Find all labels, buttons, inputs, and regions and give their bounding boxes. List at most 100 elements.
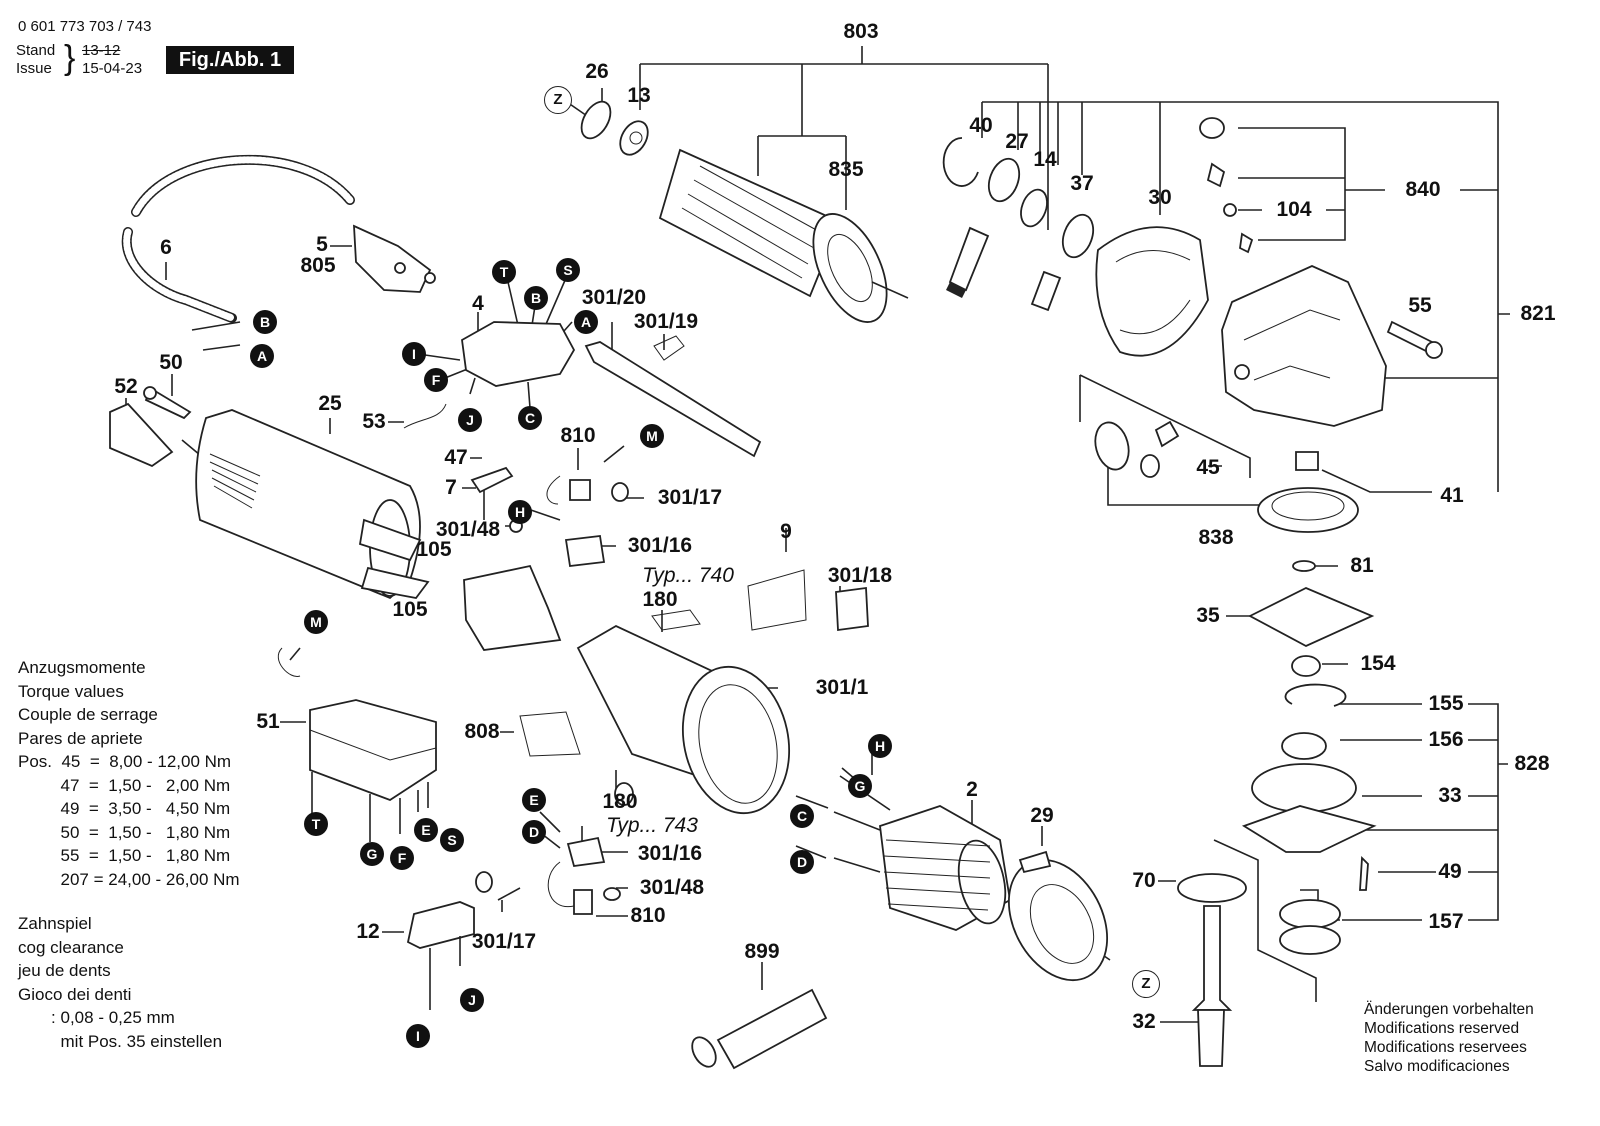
connector-badge-D[interactable]: D <box>790 850 814 874</box>
part-label-838[interactable]: 838 <box>1198 526 1234 549</box>
issue-label: Issue <box>16 60 52 77</box>
part-label-105-upper[interactable]: 105 <box>416 538 452 561</box>
connector-badge-C[interactable]: C <box>790 804 814 828</box>
part-label-35[interactable]: 35 <box>1196 604 1220 627</box>
connector-badge-B[interactable]: B <box>524 286 548 310</box>
part-label-12[interactable]: 12 <box>356 920 380 943</box>
connector-badge-B[interactable]: B <box>253 310 277 334</box>
connector-badge-I[interactable]: I <box>406 1024 430 1048</box>
cog-clearance-note: Zahnspiel cog clearance jeu de dents Gio… <box>18 914 223 1051</box>
connector-badge-T[interactable]: T <box>304 812 328 836</box>
connector-badge-F[interactable]: F <box>424 368 448 392</box>
stand-label: Stand <box>16 42 56 59</box>
part-label-52[interactable]: 52 <box>114 375 138 398</box>
part-label-13[interactable]: 13 <box>627 84 651 107</box>
part-label-301-18[interactable]: 301/18 <box>827 564 893 587</box>
part-label-45[interactable]: 45 <box>1196 456 1220 479</box>
connector-badge-A[interactable]: A <box>250 344 274 368</box>
part-label-301-16-lower[interactable]: 301/16 <box>637 842 703 865</box>
connector-badge-J[interactable]: J <box>458 408 482 432</box>
connector-badge-D[interactable]: D <box>522 820 546 844</box>
part-label-180-upper[interactable]: 180 <box>642 588 678 611</box>
part-label-37[interactable]: 37 <box>1070 172 1094 195</box>
part-label-805[interactable]: 805 <box>300 254 336 277</box>
part-label-7[interactable]: 7 <box>445 476 457 499</box>
part-label-53[interactable]: 53 <box>362 410 386 433</box>
part-label-156[interactable]: 156 <box>1428 728 1464 751</box>
brush-holders-drawing <box>463 466 629 915</box>
part-label-105-lower[interactable]: 105 <box>392 598 428 621</box>
connector-badge-H[interactable]: H <box>868 734 892 758</box>
part-label-30[interactable]: 30 <box>1148 186 1172 209</box>
connector-badge-I[interactable]: I <box>402 342 426 366</box>
part-label-51[interactable]: 51 <box>256 710 280 733</box>
part-label-828[interactable]: 828 <box>1514 752 1550 775</box>
part-label-70[interactable]: 70 <box>1132 869 1156 892</box>
part-label-26[interactable]: 26 <box>585 60 609 83</box>
part-label-9[interactable]: 9 <box>780 520 792 543</box>
connector-badge-M[interactable]: M <box>640 424 664 448</box>
connector-badge-A[interactable]: A <box>574 310 598 334</box>
part-label-301-19[interactable]: 301/19 <box>633 310 699 333</box>
part-label-25[interactable]: 25 <box>318 392 342 415</box>
part-label-154[interactable]: 154 <box>1360 652 1396 675</box>
part-label-81[interactable]: 81 <box>1350 554 1374 577</box>
part-label-301-16-upper[interactable]: 301/16 <box>627 534 693 557</box>
connector-badge-C[interactable]: C <box>518 406 542 430</box>
reference-marker-Z[interactable]: Z <box>544 86 572 114</box>
part-label-32[interactable]: 32 <box>1132 1010 1156 1033</box>
part-label-27[interactable]: 27 <box>1005 130 1029 153</box>
connector-badge-E[interactable]: E <box>522 788 546 812</box>
part-label-47[interactable]: 47 <box>444 446 468 469</box>
connector-badge-S[interactable]: S <box>556 258 580 282</box>
reference-marker-Z[interactable]: Z <box>1132 970 1160 998</box>
part-label-301-17-lower[interactable]: 301/17 <box>471 930 537 953</box>
part-label-29[interactable]: 29 <box>1030 804 1054 827</box>
type-note-743: Typ... 743 <box>606 814 698 837</box>
part-label-899[interactable]: 899 <box>744 940 780 963</box>
connector-badge-E[interactable]: E <box>414 818 438 842</box>
part-label-180-lower[interactable]: 180 <box>602 790 638 813</box>
armature-drawing <box>580 100 909 323</box>
part-label-2[interactable]: 2 <box>966 778 978 801</box>
part-label-835[interactable]: 835 <box>828 158 864 181</box>
part-label-301-48-upper[interactable]: 301/48 <box>435 518 501 541</box>
part-label-808[interactable]: 808 <box>464 720 500 743</box>
connector-badge-G[interactable]: G <box>848 774 872 798</box>
part-label-41[interactable]: 41 <box>1440 484 1464 507</box>
electronics-module-drawing <box>277 647 437 842</box>
part-label-49[interactable]: 49 <box>1438 860 1462 883</box>
part-label-301-1[interactable]: 301/1 <box>815 676 869 699</box>
part-label-821[interactable]: 821 <box>1520 302 1556 325</box>
document-number: 0 601 773 703 / 743 <box>18 18 152 35</box>
part-label-14[interactable]: 14 <box>1033 148 1057 171</box>
connector-badge-S[interactable]: S <box>440 828 464 852</box>
part-label-301-17-upper[interactable]: 301/17 <box>657 486 723 509</box>
motor-cover-drawing <box>109 386 430 600</box>
grease-tube-drawing <box>691 988 828 1070</box>
connector-badge-H[interactable]: H <box>508 500 532 524</box>
part-label-810-lower[interactable]: 810 <box>630 904 666 927</box>
part-label-155[interactable]: 155 <box>1428 692 1464 715</box>
part-label-6[interactable]: 6 <box>160 236 172 259</box>
part-label-5[interactable]: 5 <box>316 233 328 256</box>
part-label-301-48-lower[interactable]: 301/48 <box>639 876 705 899</box>
connector-badge-G[interactable]: G <box>360 842 384 866</box>
part-label-55[interactable]: 55 <box>1408 294 1432 317</box>
part-label-40[interactable]: 40 <box>969 114 993 137</box>
part-label-157[interactable]: 157 <box>1428 910 1464 933</box>
connector-badge-M[interactable]: M <box>304 610 328 634</box>
part-label-104[interactable]: 104 <box>1276 198 1312 221</box>
part-label-50[interactable]: 50 <box>159 351 183 374</box>
part-label-4[interactable]: 4 <box>472 292 484 315</box>
part-label-810-upper[interactable]: 810 <box>560 424 596 447</box>
connector-badge-J[interactable]: J <box>460 988 484 1012</box>
torque-values-note: Anzugsmomente Torque values Couple de se… <box>18 658 240 889</box>
connector-badge-F[interactable]: F <box>390 846 414 870</box>
part-label-301-20[interactable]: 301/20 <box>581 286 647 309</box>
part-label-840[interactable]: 840 <box>1405 178 1441 201</box>
part-label-33[interactable]: 33 <box>1438 784 1462 807</box>
connector-badge-T[interactable]: T <box>492 260 516 284</box>
part-label-803[interactable]: 803 <box>843 20 879 43</box>
